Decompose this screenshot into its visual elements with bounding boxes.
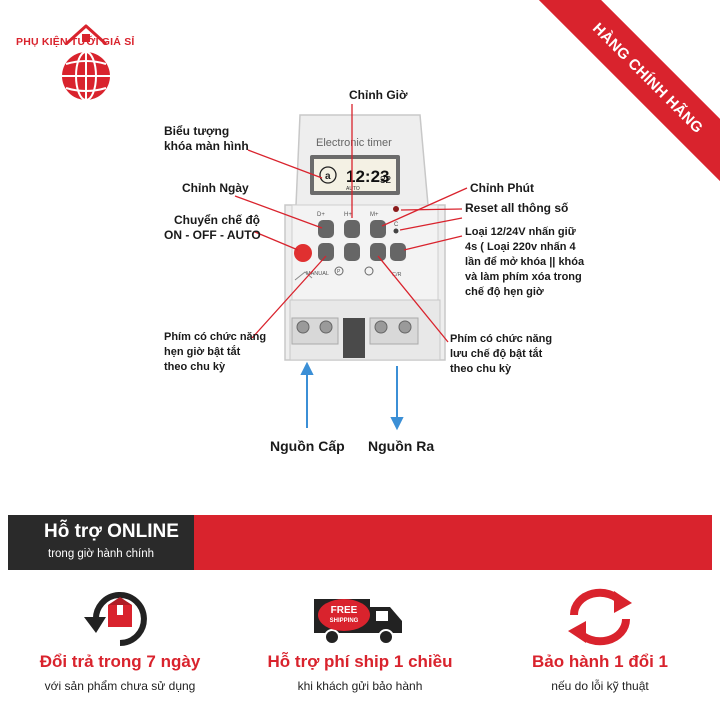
feature-warranty: Bảo hành 1 đổi 1 nếu do lỗi kỹ thuật xyxy=(480,575,720,715)
feature-shipping-title: Hỗ trợ phí ship 1 chiều xyxy=(267,652,453,671)
annot-timer-line3: theo chu kỳ xyxy=(164,361,226,373)
annot-save-line1: Phím có chức năng xyxy=(450,333,553,345)
panel-title: Electronic timer xyxy=(316,137,392,149)
annot-adjust-minute: Chỉnh Phút xyxy=(470,181,534,195)
feature-return-subtitle: với sản phẩm chưa sử dụng xyxy=(44,679,196,693)
globe-logo-icon xyxy=(62,24,110,101)
feature-shipping: FREE SHIPPING Hỗ trợ phí ship 1 chiều kh… xyxy=(240,575,480,715)
save-cycle-button[interactable] xyxy=(370,243,386,261)
timer-diagram: Electronic timer a 12:23 32 AUTO D+ H+ M… xyxy=(234,104,468,431)
annot-lock-line2: khóa màn hình xyxy=(164,139,249,153)
annot-unlock-line3: lần để mở khóa || khóa xyxy=(465,256,585,268)
label-h-plus: H+ xyxy=(344,212,352,218)
feature-warranty-subtitle: nếu do lỗi kỹ thuật xyxy=(551,679,649,693)
minute-plus-button[interactable] xyxy=(370,220,386,238)
free-shipping-truck-icon: FREE SHIPPING xyxy=(314,599,402,645)
mode-button[interactable] xyxy=(294,244,312,262)
p-icon xyxy=(334,266,344,276)
feature-warranty-title: Bảo hành 1 đổi 1 xyxy=(531,652,669,671)
annot-power-out: Nguồn Ra xyxy=(368,438,435,454)
support-banner-dark xyxy=(8,515,194,570)
label-cr: C/R xyxy=(392,272,402,278)
annot-mode-line1: Chuyển chế độ xyxy=(174,213,261,227)
annot-mode-line2: ON - OFF - AUTO xyxy=(164,228,261,242)
label-c: C xyxy=(394,222,399,228)
leader-lines xyxy=(234,104,468,343)
support-banner: Hỗ trợ ONLINE trong giờ hành chính xyxy=(8,515,712,570)
annot-save-line3: theo chu kỳ xyxy=(450,363,512,375)
timer-program-button[interactable] xyxy=(318,243,334,261)
lock-indicator-icon xyxy=(319,166,337,184)
brand-logo: PHỤ KIỆN TƯỚI GIÁ SỈ xyxy=(16,14,156,104)
label-d-plus: D+ xyxy=(317,212,325,218)
reset-pinhole[interactable] xyxy=(393,228,399,234)
feature-return: Đổi trả trong 7 ngày với sản phẩm chưa s… xyxy=(0,575,240,715)
svg-text:FREE: FREE xyxy=(331,605,358,616)
svg-text:P: P xyxy=(337,269,341,275)
lcd-time: 12:23 xyxy=(346,167,389,186)
day-plus-button[interactable] xyxy=(318,220,334,238)
support-subtitle: trong giờ hành chính xyxy=(48,548,155,560)
annot-save-line2: lưu chế độ bật tắt xyxy=(450,348,543,360)
lcd-mode: AUTO xyxy=(346,186,360,192)
lcd-display: a 12:23 32 AUTO xyxy=(310,155,400,195)
annot-adjust-day: Chỉnh Ngày xyxy=(182,181,249,195)
reset-dot[interactable] xyxy=(393,206,399,212)
brand-name: PHỤ KIỆN TƯỚI GIÁ SỈ xyxy=(16,36,135,48)
arrow-down-icon xyxy=(390,417,404,431)
hour-plus-button[interactable] xyxy=(344,220,360,238)
exchange-arrows-icon xyxy=(568,588,632,646)
terminal-block xyxy=(291,317,419,358)
label-manual: MANUAL xyxy=(306,271,329,277)
power-arrows xyxy=(300,361,404,431)
annot-power-in: Nguồn Cấp xyxy=(270,438,345,454)
arrow-up-icon xyxy=(300,361,314,375)
cancel-recall-button[interactable] xyxy=(390,243,406,261)
annot-timer-line2: hẹn giờ bật tắt xyxy=(164,346,241,358)
feature-shipping-subtitle: khi khách gửi bảo hành xyxy=(297,679,423,693)
svg-text:SHIPPING: SHIPPING xyxy=(330,618,359,624)
annot-unlock-line4: và làm phím xóa trong xyxy=(465,271,582,283)
annot-reset-all: Reset all thông số xyxy=(465,201,569,215)
clock-icon xyxy=(364,266,374,276)
annot-timer-line1: Phím có chức năng xyxy=(164,331,267,343)
annot-adjust-hour: Chỉnh Giờ xyxy=(349,88,408,102)
annot-unlock-line2: 4s ( Loại 220v nhấn 4 xyxy=(465,241,576,253)
lcd-seconds: 32 xyxy=(380,175,392,186)
feature-return-title: Đổi trả trong 7 ngày xyxy=(39,652,201,671)
clock-button[interactable] xyxy=(344,243,360,261)
annot-unlock-line5: chế độ hẹn giờ xyxy=(465,286,544,298)
svg-text:a: a xyxy=(325,171,331,182)
support-title: Hỗ trợ ONLINE xyxy=(44,521,179,542)
label-m-plus: M+ xyxy=(370,212,379,218)
annot-lock-line1: Biểu tượng xyxy=(164,124,230,138)
annot-unlock-line1: Loại 12/24V nhấn giữ xyxy=(465,226,576,238)
return-box-icon xyxy=(84,592,147,646)
